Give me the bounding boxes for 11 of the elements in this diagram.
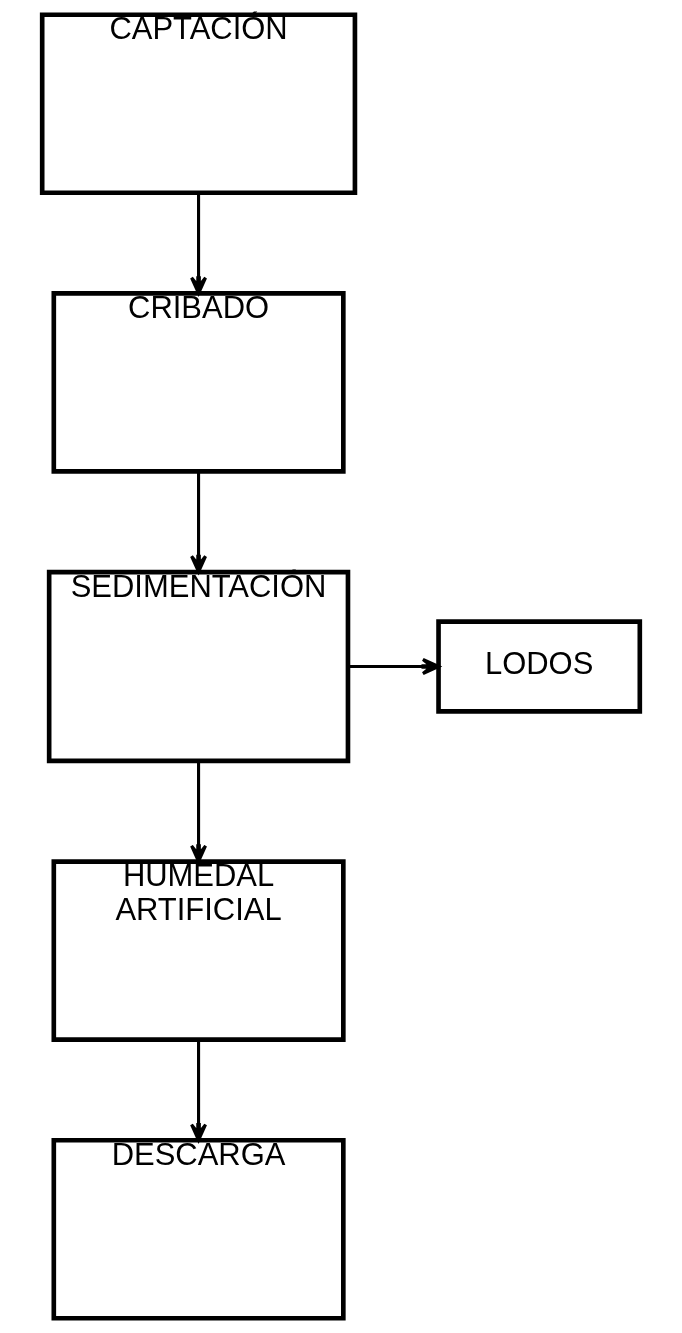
node-box: SEDIMENTACIÓN [46, 569, 351, 764]
node-box: CAPTACIÓN [39, 12, 358, 196]
arrow [190, 472, 208, 574]
node-box: DESCARGA [51, 1137, 346, 1321]
node-box: CRIBADO [51, 291, 346, 474]
arrow [190, 761, 208, 863]
arrow [190, 1040, 208, 1142]
arrow [348, 658, 441, 675]
node-box: HUMEDAL ARTIFICIAL [51, 859, 346, 1042]
arrow [190, 193, 208, 295]
node-box: LODOS [436, 619, 643, 714]
